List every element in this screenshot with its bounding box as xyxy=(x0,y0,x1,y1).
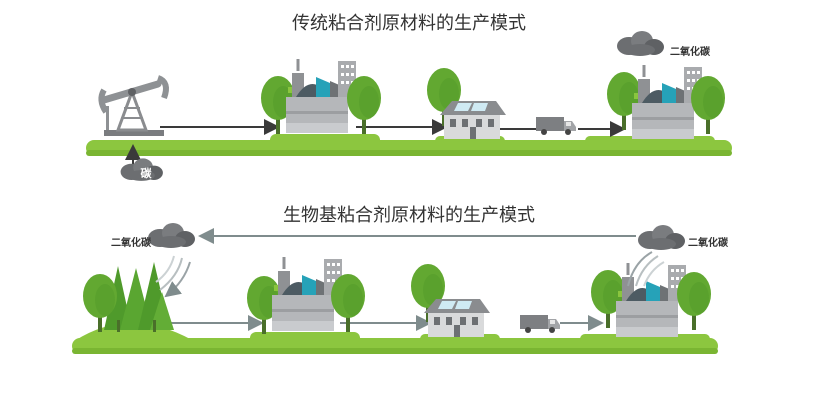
top-co2-label: 二氧化碳 xyxy=(670,45,711,58)
bottom-truck-icon xyxy=(520,315,560,333)
forest-co2-cloud-icon xyxy=(148,223,195,248)
co2-absorption-arrows xyxy=(156,256,190,296)
house-icon xyxy=(427,68,506,139)
truck-icon xyxy=(536,117,576,135)
forest-co2-label: 二氧化碳 xyxy=(111,236,152,249)
forest-icon xyxy=(83,262,174,332)
factory-icon xyxy=(261,59,381,134)
carbon-label: 碳 xyxy=(141,166,153,180)
bottom-house-icon xyxy=(411,264,490,337)
bottom-factory-icon xyxy=(247,257,365,334)
bottom-co2-label: 二氧化碳 xyxy=(688,236,729,249)
oil-pump-icon xyxy=(101,78,166,136)
